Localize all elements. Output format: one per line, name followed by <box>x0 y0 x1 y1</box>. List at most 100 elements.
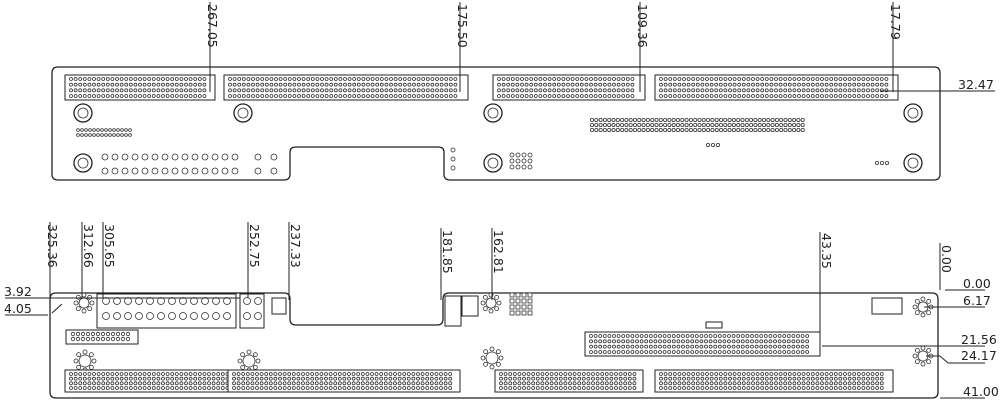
pin <box>792 376 797 381</box>
pin <box>843 88 847 93</box>
pin <box>671 339 676 344</box>
pin <box>365 381 370 386</box>
pin <box>705 88 709 93</box>
pin <box>843 386 847 390</box>
pin <box>568 376 572 381</box>
pin <box>529 82 534 87</box>
pin <box>228 77 232 81</box>
pin <box>719 127 724 132</box>
pin <box>526 376 531 381</box>
pin <box>663 381 668 386</box>
pin <box>416 94 421 98</box>
pin <box>501 77 506 81</box>
pin <box>522 372 526 376</box>
pin <box>402 386 407 390</box>
pin <box>552 94 557 98</box>
pin <box>695 77 700 81</box>
pin <box>119 94 124 98</box>
pin <box>633 127 638 132</box>
pin <box>751 77 755 81</box>
pin <box>621 344 626 349</box>
pin <box>306 94 311 98</box>
pin <box>398 88 403 93</box>
pin <box>188 386 193 390</box>
pin <box>700 386 705 390</box>
pin <box>250 381 255 386</box>
pin <box>714 82 719 87</box>
pin <box>584 77 589 81</box>
pin <box>366 88 370 93</box>
pin <box>611 127 616 132</box>
pin <box>268 376 273 381</box>
pin <box>254 297 262 305</box>
pin <box>120 336 126 342</box>
via <box>926 298 932 304</box>
pin <box>755 372 760 376</box>
pin <box>843 372 847 376</box>
pin <box>228 88 232 93</box>
pin <box>713 339 718 344</box>
pin <box>351 376 356 381</box>
pin <box>347 376 351 381</box>
pin <box>412 88 416 93</box>
pin <box>723 381 728 386</box>
pin <box>607 334 612 338</box>
pin <box>105 376 110 381</box>
mounting-hole <box>485 297 497 309</box>
header <box>461 295 479 317</box>
dim-label: 43.35 <box>819 233 834 269</box>
pin <box>142 94 147 98</box>
pin <box>105 82 110 87</box>
pin <box>278 88 283 93</box>
pin <box>543 82 547 87</box>
pin <box>535 376 540 381</box>
pin <box>520 88 524 93</box>
pin <box>278 77 283 81</box>
pin <box>579 82 584 87</box>
pin <box>614 376 618 381</box>
via <box>495 361 501 367</box>
pin <box>607 123 612 128</box>
via <box>91 358 97 364</box>
pin <box>710 118 715 123</box>
pin <box>751 94 755 98</box>
pin <box>554 386 559 390</box>
pin <box>333 77 338 81</box>
pin <box>96 381 101 386</box>
pin <box>416 82 421 87</box>
pin <box>769 88 774 93</box>
dim-label: 175.50 <box>455 4 470 48</box>
pin <box>695 372 700 376</box>
pin <box>815 77 820 81</box>
pin <box>287 88 292 93</box>
pin <box>706 123 711 128</box>
pin <box>241 88 246 93</box>
pin <box>750 350 754 354</box>
pin <box>691 94 696 98</box>
pin <box>425 77 430 81</box>
pin <box>515 158 521 164</box>
pin <box>645 123 650 128</box>
pin <box>115 381 119 386</box>
pin <box>443 372 448 376</box>
pin <box>650 123 655 128</box>
pin <box>92 133 96 137</box>
pin <box>783 127 788 132</box>
fan-header <box>271 297 287 315</box>
pin <box>800 118 805 123</box>
mounting-hole-inner <box>77 157 89 169</box>
pin <box>792 372 797 376</box>
pin <box>783 88 788 93</box>
pin <box>412 82 416 87</box>
pin <box>586 376 591 381</box>
pin <box>768 344 773 349</box>
pin <box>379 82 384 87</box>
pin <box>370 381 374 386</box>
pin <box>577 381 582 386</box>
pin <box>797 376 801 381</box>
pin <box>579 94 584 98</box>
pin <box>370 82 375 87</box>
pin <box>856 376 861 381</box>
pin <box>179 381 184 386</box>
pin <box>87 381 92 386</box>
